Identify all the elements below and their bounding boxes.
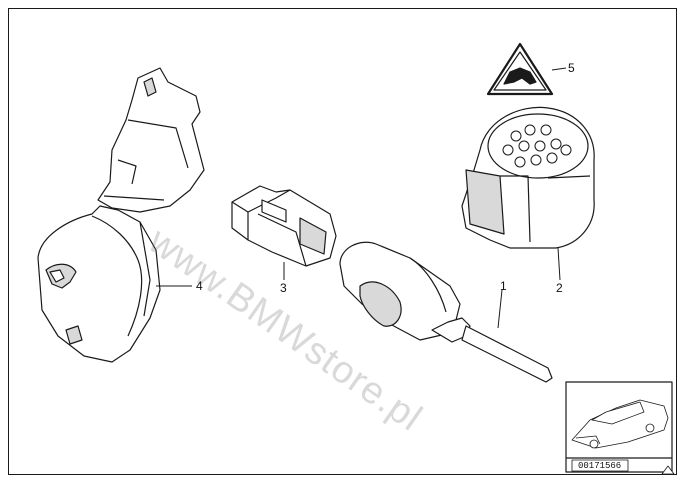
thumbnail-box: [565, 381, 673, 473]
part-5-warning-label: [486, 42, 554, 96]
callout-4: 4: [196, 279, 203, 293]
callout-5: 5: [568, 61, 575, 75]
part-1-sensor: [339, 241, 553, 383]
diagram-frame: [8, 8, 677, 475]
part-4-cap: [37, 205, 161, 363]
car-sketch: [571, 399, 669, 449]
leader-lines: [156, 67, 567, 329]
callout-1: 1: [500, 279, 507, 293]
callout-2: 2: [556, 281, 563, 295]
callout-3: 3: [280, 281, 287, 295]
thumbnail-code: 00171566: [578, 461, 622, 471]
part-2-pins: [502, 124, 572, 168]
corner-arrow-icon: [661, 465, 675, 475]
part-4-upper-bracket: [97, 67, 205, 213]
part-3-connector: [231, 185, 337, 267]
